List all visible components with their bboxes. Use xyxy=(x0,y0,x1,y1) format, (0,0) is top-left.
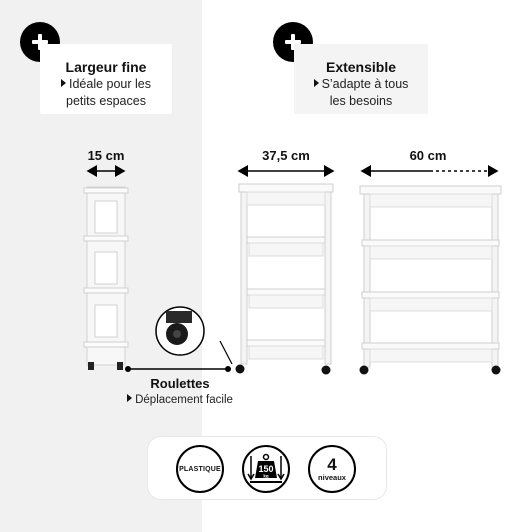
feature-desc-extensible-2: les besoins xyxy=(329,94,393,108)
feature-badges: PLASTIQUE 150 kg 4 niveaux xyxy=(147,436,387,500)
wheels-title: Roulettes xyxy=(150,376,210,391)
levels-label: niveaux xyxy=(318,472,346,482)
wide-cart xyxy=(359,185,502,375)
feature-callout-extensible: Extensible S’adapte à tous les besoins xyxy=(294,44,428,114)
feature-title-slim: Largeur fine xyxy=(65,59,147,75)
arrow-right-icon xyxy=(60,79,66,87)
width-label-wide: 60 cm xyxy=(409,148,447,163)
medium-cart xyxy=(235,183,334,375)
load-unit: kg xyxy=(263,474,269,479)
feature-desc-slim: Idéale pour les xyxy=(40,76,172,93)
material-label: PLASTIQUE xyxy=(179,465,221,473)
arrow-right-icon xyxy=(127,394,133,402)
feature-callout-slim: Largeur fine Idéale pour les petits espa… xyxy=(40,44,172,114)
feature-title-extensible: Extensible xyxy=(325,59,397,75)
width-label-medium: 37,5 cm xyxy=(262,148,310,163)
wheels-caption: Roulettes Déplacement facile xyxy=(120,376,240,408)
material-badge: PLASTIQUE xyxy=(176,445,224,493)
arrow-right-icon xyxy=(313,79,319,87)
levels-badge: 4 niveaux xyxy=(308,445,356,493)
feature-desc-slim-2: petits espaces xyxy=(66,94,146,108)
weight-icon: 150 kg xyxy=(247,453,285,483)
width-label-narrow: 15 cm xyxy=(87,148,125,163)
feature-desc-extensible: S’adapte à tous xyxy=(294,76,428,93)
narrow-cart xyxy=(83,186,129,370)
wheels-desc: Déplacement facile xyxy=(120,392,240,408)
load-value: 150 xyxy=(258,464,273,474)
levels-number: 4 xyxy=(327,454,337,474)
load-capacity-badge: 150 kg xyxy=(242,445,290,493)
